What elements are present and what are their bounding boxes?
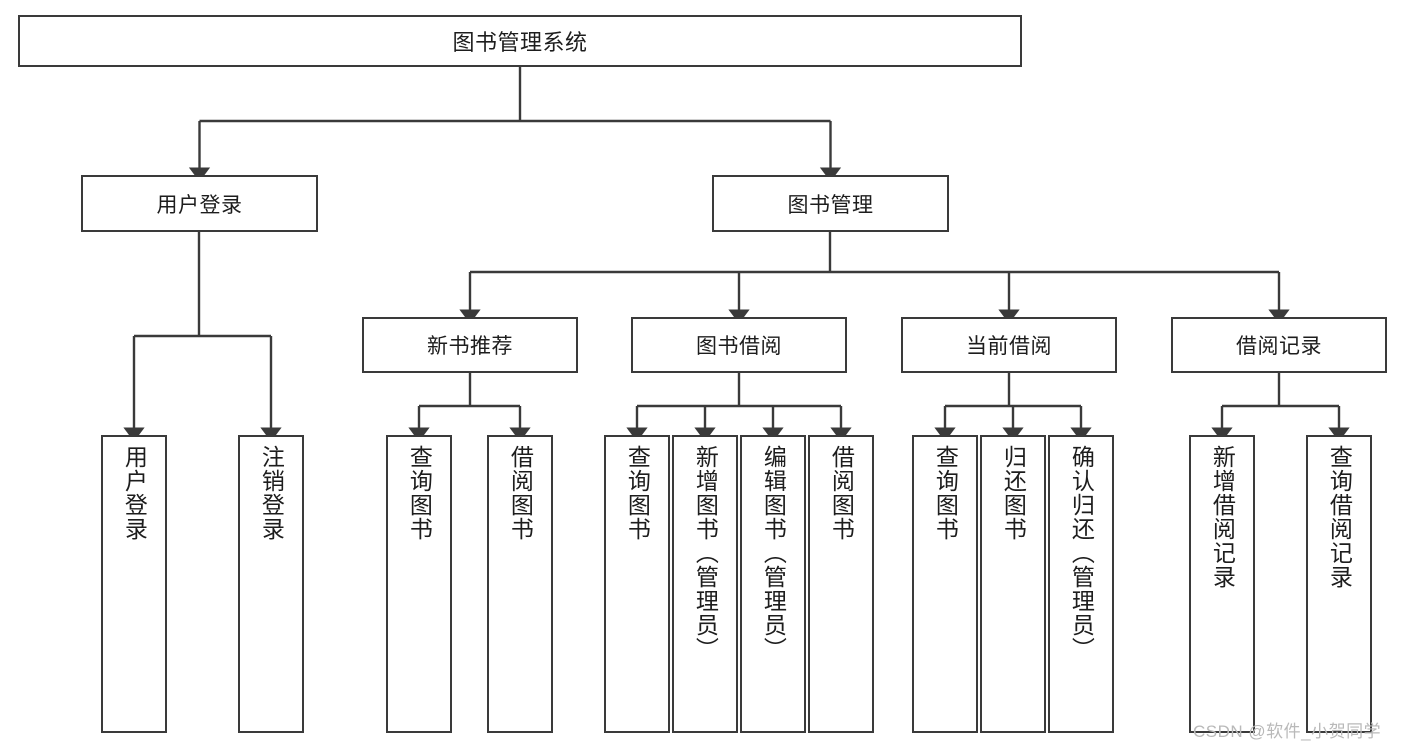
node-leaf-query-book-recommend[interactable]: 查询图书 <box>386 435 452 733</box>
node-label: 查询图书 <box>406 445 433 541</box>
node-current-borrow[interactable]: 当前借阅 <box>901 317 1117 373</box>
node-leaf-edit-book[interactable]: 编辑图书（管理员） <box>740 435 806 733</box>
node-label: 归还图书 <box>1000 445 1027 541</box>
node-label: 查询图书 <box>932 445 959 541</box>
node-label: 借阅图书 <box>828 445 855 541</box>
node-label: 注销登录 <box>258 445 285 541</box>
node-leaf-borrow-book[interactable]: 借阅图书 <box>808 435 874 733</box>
node-new-book-recommend[interactable]: 新书推荐 <box>362 317 578 373</box>
node-label: 图书管理系统 <box>452 30 588 55</box>
node-leaf-logout[interactable]: 注销登录 <box>238 435 304 733</box>
node-label: 借阅图书 <box>507 445 534 541</box>
node-leaf-add-borrow-record[interactable]: 新增借阅记录 <box>1189 435 1255 733</box>
node-leaf-add-book[interactable]: 新增图书（管理员） <box>672 435 738 733</box>
node-label: 确认归还（管理员） <box>1068 445 1095 661</box>
node-leaf-borrow-book-recommend[interactable]: 借阅图书 <box>487 435 553 733</box>
node-leaf-user-login[interactable]: 用户登录 <box>101 435 167 733</box>
node-leaf-query-book-current[interactable]: 查询图书 <box>912 435 978 733</box>
node-leaf-return-book[interactable]: 归还图书 <box>980 435 1046 733</box>
node-book-management[interactable]: 图书管理 <box>712 175 949 232</box>
node-leaf-query-book-borrow[interactable]: 查询图书 <box>604 435 670 733</box>
node-label: 编辑图书（管理员） <box>760 445 787 661</box>
node-user-login[interactable]: 用户登录 <box>81 175 318 232</box>
node-label: 新书推荐 <box>427 335 513 358</box>
node-leaf-query-borrow-record[interactable]: 查询借阅记录 <box>1306 435 1372 733</box>
connector-paths <box>123 67 1350 442</box>
node-label: 新增图书（管理员） <box>692 445 719 661</box>
node-label: 查询图书 <box>624 445 651 541</box>
node-label: 用户登录 <box>121 445 148 541</box>
node-label: 查询借阅记录 <box>1326 445 1353 589</box>
csdn-watermark: CSDN @软件_小贺同学 <box>1193 722 1382 741</box>
node-label: 用户登录 <box>156 193 243 217</box>
node-label: 图书借阅 <box>696 335 782 358</box>
node-label: 图书管理 <box>787 193 874 217</box>
node-root[interactable]: 图书管理系统 <box>18 15 1022 67</box>
node-label: 当前借阅 <box>966 335 1052 358</box>
node-label: 新增借阅记录 <box>1209 445 1236 589</box>
node-book-borrow[interactable]: 图书借阅 <box>631 317 847 373</box>
node-label: 借阅记录 <box>1236 335 1322 358</box>
node-leaf-confirm-return[interactable]: 确认归还（管理员） <box>1048 435 1114 733</box>
node-borrow-record[interactable]: 借阅记录 <box>1171 317 1387 373</box>
